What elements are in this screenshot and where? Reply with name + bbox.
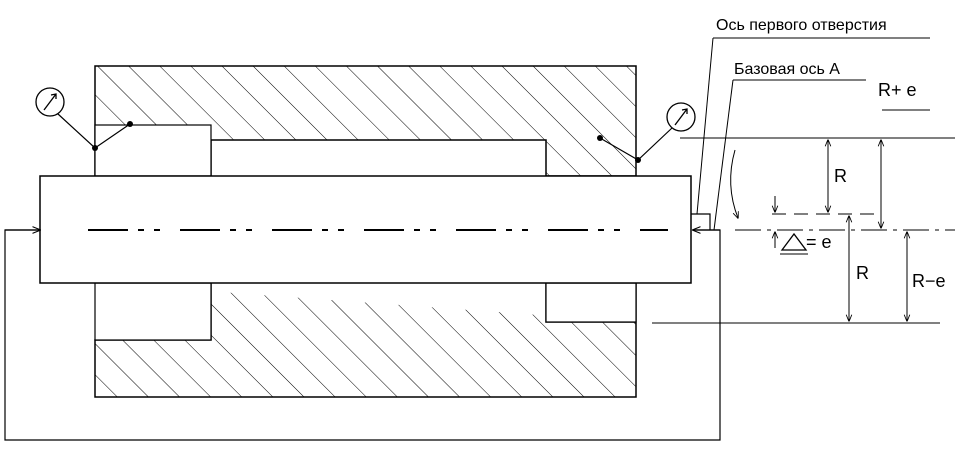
triangle-delta-icon	[780, 232, 808, 255]
lower-right-bore	[545, 282, 637, 323]
upper-left-bore	[94, 124, 212, 177]
right-contact-point	[635, 157, 641, 163]
dial-indicator-icon	[666, 102, 696, 132]
base-axis-label: Базовая ось А	[734, 61, 840, 78]
left-contact-point	[127, 121, 133, 127]
first-axis-pointer	[730, 149, 738, 218]
left-contact-point	[92, 145, 98, 151]
dim-r-minus-e-label: R−e	[912, 271, 946, 291]
first-hole-axis-leader	[696, 37, 714, 215]
base-axis-leader	[713, 79, 734, 231]
dial-indicator-icon	[35, 87, 65, 117]
right-contact-point	[597, 135, 603, 141]
dim-delta-label: = e	[806, 232, 832, 252]
dim-r-plus-e-label: R+ e	[878, 80, 917, 100]
dim-r-upper-label: R	[834, 166, 847, 186]
lower-left-bore	[94, 282, 212, 341]
first-hole-axis-label: Ось первого отверстия	[716, 17, 887, 34]
dim-r-lower-label: R	[856, 263, 869, 283]
shaft-end-step	[691, 213, 711, 230]
